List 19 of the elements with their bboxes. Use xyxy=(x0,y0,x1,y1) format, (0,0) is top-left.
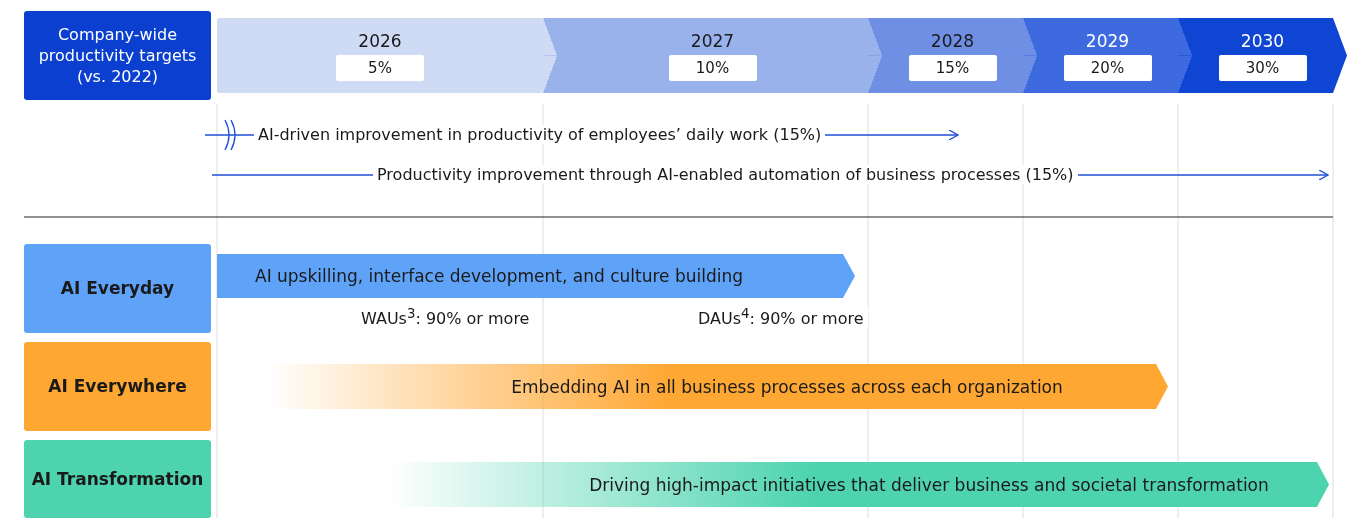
row-heading-box: AI Transformation xyxy=(24,440,211,518)
row-heading-box: AI Everyday xyxy=(24,244,211,333)
target-percent: 20% xyxy=(1063,54,1152,81)
initiative-band: AI upskilling, interface development, and culture building xyxy=(217,254,855,298)
year-label: 2026 xyxy=(358,30,402,51)
year-label: 2028 xyxy=(930,30,975,51)
arrow-text: Productivity improvement through AI-enabled automation of business processes (15%) xyxy=(373,165,1078,184)
row-heading-box: Company-wide productivity targets (vs. 2022) xyxy=(24,11,211,100)
year-label: 2029 xyxy=(1085,30,1130,51)
target-percent: 10% xyxy=(668,54,757,81)
year-label: 2030 xyxy=(1240,30,1285,51)
arrow-text: AI-driven improvement in productivity of employees’ daily work (15%) xyxy=(254,125,826,144)
year-timeline-segment xyxy=(217,18,543,93)
target-percent: 30% xyxy=(1218,54,1307,81)
year-label: 2027 xyxy=(690,30,735,51)
year-timeline-segment xyxy=(1178,18,1347,93)
row-heading-box: AI Everywhere xyxy=(24,342,211,431)
target-percent: 5% xyxy=(336,54,424,81)
target-percent: 15% xyxy=(908,54,997,81)
